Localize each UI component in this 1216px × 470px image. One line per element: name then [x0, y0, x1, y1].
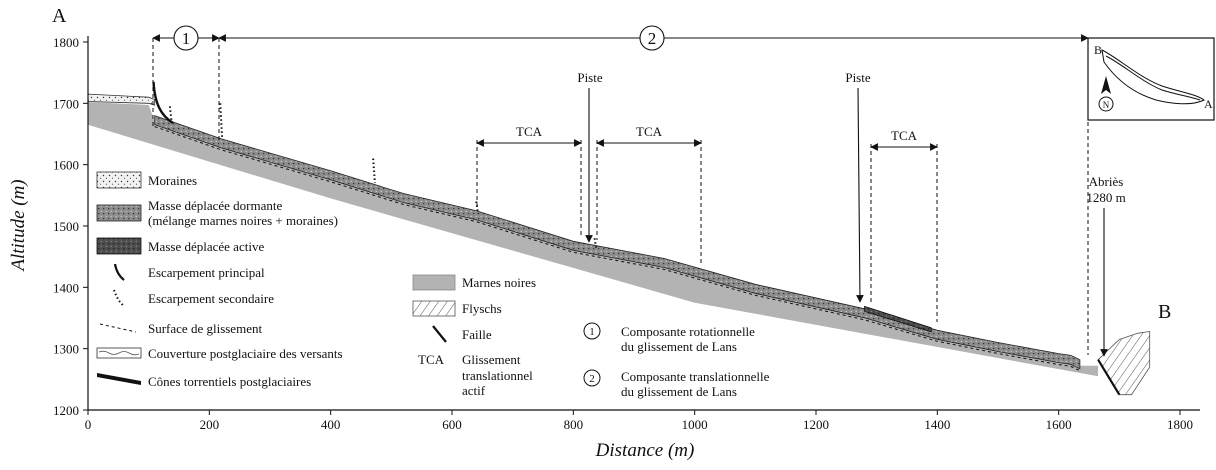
component-zones: 1 2 [152, 25, 1089, 355]
legend-label-dormant: Masse déplacée dormante [148, 198, 283, 213]
legend-tca-line-3: actif [462, 383, 486, 398]
x-tick-label: 800 [564, 417, 584, 432]
profile-end-label: B [1158, 301, 1171, 323]
main-scarp [152, 81, 174, 124]
piste-2-label: Piste [845, 70, 871, 85]
x-tick-label: 1000 [682, 417, 708, 432]
legend-label-secondary-scarp: Escarpement secondaire [148, 291, 274, 306]
y-tick-label: 1300 [53, 342, 79, 357]
legend-swatch-flyschs [412, 300, 456, 317]
legend-tca-line-2: translationnel [462, 368, 533, 383]
legend-component-2-number: 2 [589, 373, 595, 385]
legend-swatch-dormant [96, 204, 142, 222]
legend-symbol-fans [97, 373, 141, 385]
x-tick-label: 0 [85, 417, 92, 432]
inset-outline-outer [1101, 49, 1205, 105]
slip-surface-line [154, 126, 1081, 372]
x-tick-label: 1600 [1046, 417, 1072, 432]
y-tick-label: 1400 [53, 280, 79, 295]
legend-tca-line-1: Glissement [462, 352, 521, 367]
legend-symbol-slip-surface [99, 323, 137, 333]
tca-zones: TCA TCA TCA [476, 124, 938, 322]
zone-2-marker [639, 25, 665, 51]
legend-component-2-marker [583, 369, 601, 387]
active-displaced-mass [864, 305, 932, 333]
legend-label-fault: Faille [462, 327, 492, 342]
x-tick-label: 1200 [803, 417, 829, 432]
legend-swatch-active [96, 237, 142, 255]
legend-symbol-main-scarp [113, 263, 125, 281]
legend-label-fans: Cônes torrentiels postglaciaires [148, 374, 311, 389]
x-tick-label: 1400 [924, 417, 950, 432]
legend-symbol-fault [432, 325, 447, 343]
town-name: Abriès [1089, 174, 1124, 189]
y-tick-label: 1200 [53, 403, 79, 418]
y-axis-title: Altitude (m) [8, 179, 29, 272]
dormant-displaced-mass [154, 115, 1081, 370]
y-ticks: 1200 1300 1400 1500 1600 1700 1800 [53, 35, 88, 418]
legend-label-main-scarp: Escarpement principal [148, 265, 265, 280]
legend-component-1-number: 1 [589, 326, 595, 338]
legend-swatch-postglacial-wave [98, 350, 140, 356]
tca-1-label: TCA [516, 124, 543, 139]
legend-label-postglacial-cover: Couverture postglaciaire des versants [148, 346, 343, 361]
legend-component-1-line-2: du glissement de Lans [621, 339, 737, 354]
legend-component-2-line-1: Composante translationnelle [621, 369, 770, 384]
y-tick-label: 1700 [53, 96, 79, 111]
legend-label-moraines: Moraines [148, 173, 197, 188]
zone-2-number: 2 [648, 29, 657, 48]
legend-label-dormant-2: (mélange marnes noires + moraines) [148, 213, 338, 228]
axes: 0 200 400 600 800 1000 1200 1400 1600 1800 1200 13… [8, 35, 1200, 461]
inset-end-label: A [1204, 97, 1213, 111]
legend-symbol-secondary-scarp [113, 289, 125, 307]
y-tick-label: 1500 [53, 219, 79, 234]
zone-1-marker [173, 25, 199, 51]
legend-label-flyschs: Flyschs [462, 301, 502, 316]
profile-start-label: A [52, 5, 67, 27]
fault-line [1097, 359, 1121, 396]
legend-label-marnes: Marnes noires [462, 275, 536, 290]
north-circle [1098, 96, 1114, 112]
legend-component-1-line-1: Composante rotationnelle [621, 324, 755, 339]
inset-location-map: B A N [1087, 37, 1215, 121]
x-axis-title: Distance (m) [595, 440, 695, 461]
x-tick-label: 1800 [1167, 417, 1193, 432]
legend-swatch-marnes [412, 274, 456, 291]
pistes: Piste Piste [577, 70, 871, 303]
inset-start-label: B [1094, 43, 1102, 57]
tca-2-label: TCA [636, 124, 663, 139]
legend-left: Moraines Masse déplacée dormante (mélang… [96, 171, 343, 389]
secondary-scarps [168, 103, 598, 250]
legend-component-2-line-2: du glissement de Lans [621, 384, 737, 399]
zone-1-number: 1 [182, 29, 191, 48]
legend-swatch-moraines [96, 171, 142, 189]
y-tick-label: 1800 [53, 35, 79, 50]
x-ticks: 0 200 400 600 800 1000 1200 1400 1600 1800 [85, 410, 1193, 432]
legend-label-slip-surface: Surface de glissement [148, 321, 262, 336]
legend-mid: Marnes noires Flyschs Faille TCA Glissem… [412, 274, 536, 398]
north-arrow-icon [1101, 76, 1111, 94]
piste-1-label: Piste [577, 70, 603, 85]
legend-component-1-marker [583, 322, 601, 340]
geology-profile [87, 81, 1151, 396]
inset-outline-inner [1105, 55, 1201, 101]
legend-label-active: Masse déplacée active [148, 239, 264, 254]
piste-2-pointer [856, 87, 864, 303]
town-altitude: 1280 m [1086, 190, 1125, 205]
flysch-body [1097, 331, 1151, 396]
legend-components: 1 Composante rotationnelle du glissement… [583, 322, 770, 399]
north-label: N [1103, 100, 1110, 110]
y-tick-label: 1600 [53, 158, 79, 173]
tca-3-label: TCA [891, 128, 918, 143]
legend-tca-abbr: TCA [418, 352, 445, 367]
abries-town: Abriès 1280 m [1086, 174, 1126, 357]
x-tick-label: 600 [442, 417, 462, 432]
x-tick-label: 400 [321, 417, 341, 432]
x-tick-label: 200 [200, 417, 220, 432]
